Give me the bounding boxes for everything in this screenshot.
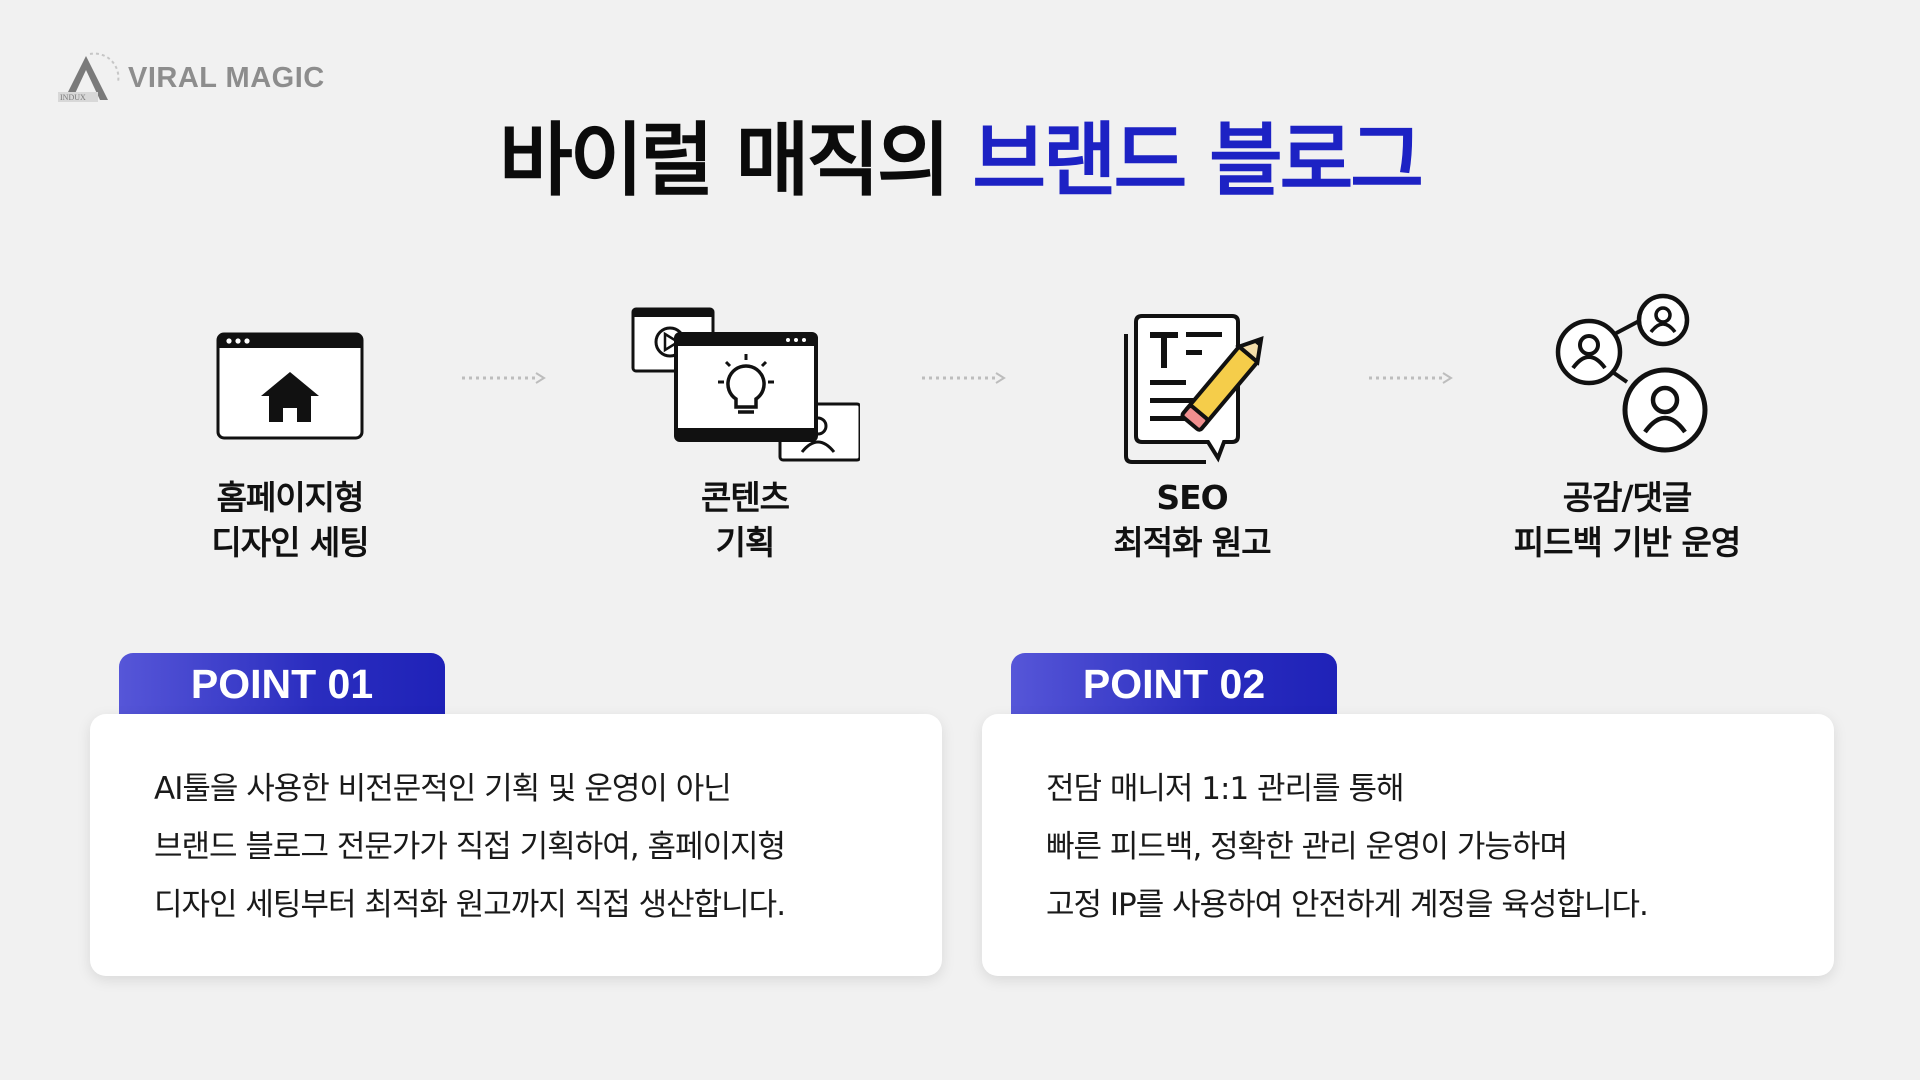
content-planning-icon xyxy=(631,307,860,462)
step-content-planning: 콘텐츠 기획 xyxy=(585,300,905,570)
step-feedback-operation: 공감/댓글 피드백 기반 운영 xyxy=(1467,290,1787,570)
point-02-tab: POINT 02 xyxy=(1011,653,1337,715)
step-label-line2: 기획 xyxy=(715,523,776,562)
point-01-line-2: 브랜드 블로그 전문가가 직접 기획하여, 홈페이지형 xyxy=(154,829,786,865)
dotted-arrow-icon xyxy=(462,372,546,384)
step-label-line2: 피드백 기반 운영 xyxy=(1513,523,1742,562)
step-label-line2: 최적화 원고 xyxy=(1113,523,1271,562)
dotted-arrow-icon xyxy=(1369,372,1453,384)
viral-magic-logo-icon: INDUX xyxy=(58,52,120,102)
title-part1: 바이럴 매직의 xyxy=(499,114,950,207)
point-02-line-1: 전담 매니저 1:1 관리를 통해 xyxy=(1046,771,1405,807)
point-01-tab: POINT 01 xyxy=(119,653,445,715)
step-label-line1: 공감/댓글 xyxy=(1562,478,1693,517)
brand-logo: INDUX VIRAL MAGIC xyxy=(56,52,325,104)
browser-home-icon xyxy=(216,332,364,440)
logo-text: VIRAL MAGIC xyxy=(128,61,325,94)
svg-text:INDUX: INDUX xyxy=(60,93,86,102)
seo-document-pencil-icon xyxy=(1124,314,1264,464)
point-01-line-3: 디자인 세팅부터 최적화 원고까지 직접 생산합니다. xyxy=(154,887,786,923)
page-title: 바이럴 매직의 브랜드 블로그 xyxy=(0,96,1920,212)
user-network-icon xyxy=(1555,293,1708,453)
point-02-line-3: 고정 IP를 사용하여 안전하게 계정을 육성합니다. xyxy=(1046,887,1649,923)
point-01-line-1: AI툴을 사용한 비전문적인 기획 및 운영이 아닌 xyxy=(154,771,732,807)
step-label-line1: 홈페이지형 xyxy=(216,478,365,517)
point-02-card: 전담 매니저 1:1 관리를 통해 빠른 피드백, 정확한 관리 운영이 가능하… xyxy=(982,714,1834,976)
point-02-line-2: 빠른 피드백, 정확한 관리 운영이 가능하며 xyxy=(1046,829,1568,865)
point-01-card: AI툴을 사용한 비전문적인 기획 및 운영이 아닌 브랜드 블로그 전문가가 … xyxy=(90,714,942,976)
step-seo-writing: SEO 최적화 원고 xyxy=(1032,300,1352,570)
title-accent: 브랜드 블로그 xyxy=(972,114,1423,207)
step-label-line1: SEO xyxy=(1156,478,1228,517)
step-label-line1: 콘텐츠 xyxy=(700,478,790,517)
step-homepage-design: 홈페이지형 디자인 세팅 xyxy=(130,300,450,570)
dotted-arrow-icon xyxy=(922,372,1006,384)
step-label-line2: 디자인 세팅 xyxy=(211,523,369,562)
